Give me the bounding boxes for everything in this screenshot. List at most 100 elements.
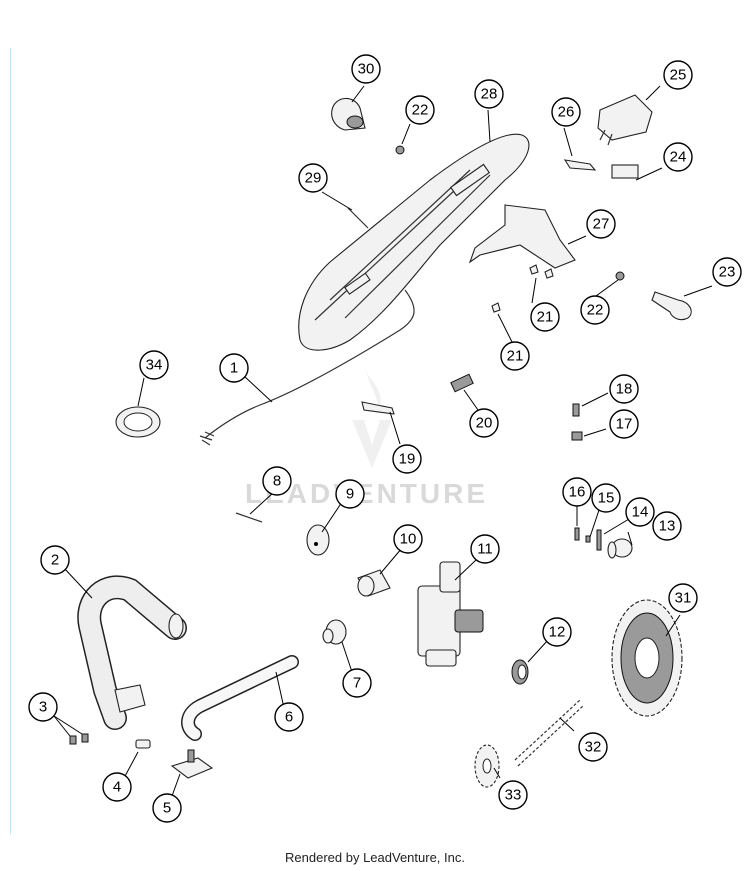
callout-12: 12 bbox=[542, 617, 572, 647]
callout-11: 11 bbox=[470, 534, 500, 564]
footer-credit: Rendered by LeadVenture, Inc. bbox=[285, 850, 465, 865]
svg-text:8: 8 bbox=[273, 473, 281, 490]
pin-part bbox=[235, 512, 263, 523]
svg-text:6: 6 bbox=[285, 709, 293, 726]
cable-part bbox=[199, 289, 415, 446]
needle-part bbox=[574, 527, 580, 541]
svg-text:5: 5 bbox=[163, 800, 171, 817]
washer-disc-part bbox=[306, 524, 330, 556]
svg-text:11: 11 bbox=[477, 541, 493, 558]
svg-text:7: 7 bbox=[353, 675, 361, 692]
clip-part bbox=[491, 302, 501, 313]
svg-text:26: 26 bbox=[558, 104, 575, 121]
clip-part bbox=[585, 535, 591, 543]
clamp-ring-part bbox=[357, 569, 391, 597]
callout-25: 25 bbox=[663, 60, 693, 90]
tail-light-part bbox=[331, 97, 366, 131]
rectifier-part bbox=[597, 94, 653, 146]
svg-text:19: 19 bbox=[399, 451, 416, 468]
fender-wire-part bbox=[347, 207, 369, 229]
svg-text:21: 21 bbox=[537, 309, 554, 326]
svg-text:34: 34 bbox=[146, 357, 163, 374]
callout-21: 21 bbox=[530, 302, 560, 332]
callout-6: 6 bbox=[274, 702, 304, 732]
svg-text:13: 13 bbox=[659, 518, 676, 535]
callout-9: 9 bbox=[335, 479, 365, 509]
front-sprocket-part bbox=[474, 744, 500, 788]
callout-5: 5 bbox=[152, 793, 182, 823]
svg-text:20: 20 bbox=[476, 415, 493, 432]
spring-part bbox=[596, 529, 602, 551]
chain-part bbox=[514, 699, 584, 767]
callout-26: 26 bbox=[551, 97, 581, 127]
callout-24: 24 bbox=[663, 142, 693, 172]
svg-text:18: 18 bbox=[616, 381, 633, 398]
callout-10: 10 bbox=[393, 524, 423, 554]
reflector-part bbox=[611, 164, 639, 179]
svg-text:15: 15 bbox=[598, 490, 615, 507]
stud-part bbox=[81, 733, 89, 743]
svg-text:10: 10 bbox=[400, 531, 417, 548]
callout-31: 31 bbox=[668, 583, 698, 613]
callout-29: 29 bbox=[298, 163, 328, 193]
stud-part bbox=[69, 735, 77, 745]
callout-15: 15 bbox=[591, 483, 621, 513]
callout-16: 16 bbox=[562, 477, 592, 507]
callout-3: 3 bbox=[28, 692, 58, 722]
nut-part bbox=[395, 145, 405, 155]
svg-text:2: 2 bbox=[51, 552, 59, 569]
exhaust-header-part bbox=[77, 575, 187, 730]
callout-8: 8 bbox=[262, 466, 292, 496]
cap-part bbox=[607, 538, 633, 559]
svg-text:4: 4 bbox=[113, 779, 121, 796]
callout-32: 32 bbox=[578, 732, 608, 762]
screw-part bbox=[572, 403, 580, 417]
pad-part bbox=[450, 373, 474, 393]
callout-27: 27 bbox=[586, 209, 616, 239]
svg-text:31: 31 bbox=[675, 590, 692, 607]
svg-text:32: 32 bbox=[585, 739, 602, 756]
callout-22: 22 bbox=[405, 95, 435, 125]
watermark-logo bbox=[352, 372, 392, 468]
callout-4: 4 bbox=[102, 772, 132, 802]
callout-19: 19 bbox=[392, 444, 422, 474]
license-bracket-part bbox=[468, 204, 576, 269]
svg-text:29: 29 bbox=[305, 170, 322, 187]
svg-text:22: 22 bbox=[587, 302, 604, 319]
callout-17: 17 bbox=[609, 409, 639, 439]
callout-22: 22 bbox=[580, 295, 610, 325]
callout-14: 14 bbox=[625, 497, 655, 527]
callout-33: 33 bbox=[498, 780, 528, 810]
gasket-part bbox=[135, 739, 151, 749]
callout-2: 2 bbox=[40, 545, 70, 575]
svg-text:16: 16 bbox=[569, 484, 586, 501]
rear-sprocket-part bbox=[611, 599, 683, 717]
flange-part bbox=[170, 749, 214, 779]
callout-34: 34 bbox=[139, 350, 169, 380]
turn-signal-part bbox=[651, 291, 692, 321]
svg-text:12: 12 bbox=[549, 624, 566, 641]
svg-text:28: 28 bbox=[481, 86, 498, 103]
callout-1: 1 bbox=[219, 353, 249, 383]
clip-part bbox=[529, 264, 539, 275]
nut-part bbox=[615, 271, 625, 281]
svg-text:21: 21 bbox=[507, 348, 524, 365]
svg-text:24: 24 bbox=[670, 149, 687, 166]
callout-23: 23 bbox=[712, 257, 742, 287]
callout-30: 30 bbox=[351, 54, 381, 84]
svg-text:14: 14 bbox=[632, 504, 649, 521]
svg-text:1: 1 bbox=[230, 360, 238, 377]
svg-text:27: 27 bbox=[593, 216, 610, 233]
bracket-part bbox=[361, 401, 395, 415]
carburetor-part bbox=[417, 561, 484, 667]
nut-part bbox=[571, 431, 583, 441]
rear-fender-part bbox=[298, 133, 530, 351]
svg-text:9: 9 bbox=[346, 486, 354, 503]
bracket-plate-part bbox=[563, 159, 597, 171]
callout-20: 20 bbox=[469, 408, 499, 438]
callout-7: 7 bbox=[342, 668, 372, 698]
gasket-ring-part bbox=[115, 406, 161, 438]
svg-text:22: 22 bbox=[412, 102, 429, 119]
